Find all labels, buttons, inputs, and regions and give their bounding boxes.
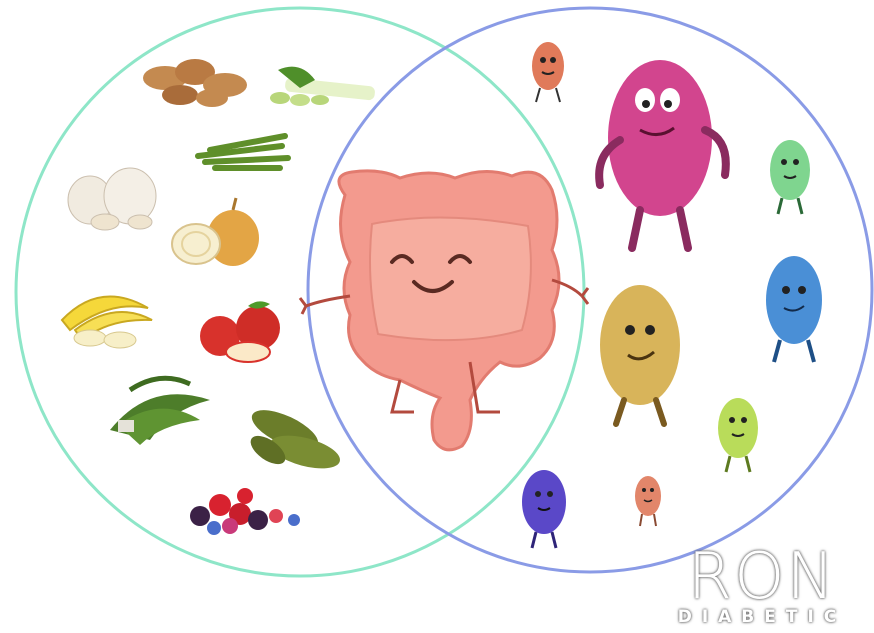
green-bacterium-icon xyxy=(770,140,810,214)
apple-icon xyxy=(200,301,280,362)
jerusalem-artichoke-icon xyxy=(143,59,247,107)
dandelion-greens-icon xyxy=(110,378,210,445)
smiling-intestine-icon xyxy=(300,171,588,450)
pickles-icon xyxy=(246,402,344,475)
onion-icon xyxy=(172,198,259,266)
garlic-icon xyxy=(68,168,156,230)
leek-icon xyxy=(270,67,375,106)
purple-bacterium-icon xyxy=(522,470,566,548)
small-orange-bacterium-icon xyxy=(635,476,661,526)
logo-bottom-text: DIABETIC xyxy=(662,607,862,627)
ron-diabetic-logo: RON DIABETIC xyxy=(662,547,862,627)
logo-top-text: RON xyxy=(662,547,862,607)
yellow-bacterium-icon xyxy=(600,285,680,424)
asparagus-icon xyxy=(198,136,288,168)
orange-bacterium-icon xyxy=(532,42,564,102)
blue-bacterium-icon xyxy=(766,256,822,362)
lime-bacterium-icon xyxy=(718,398,758,472)
banana-icon xyxy=(62,296,152,348)
berries-icon xyxy=(190,488,300,535)
magenta-bacterium-icon xyxy=(599,60,726,248)
